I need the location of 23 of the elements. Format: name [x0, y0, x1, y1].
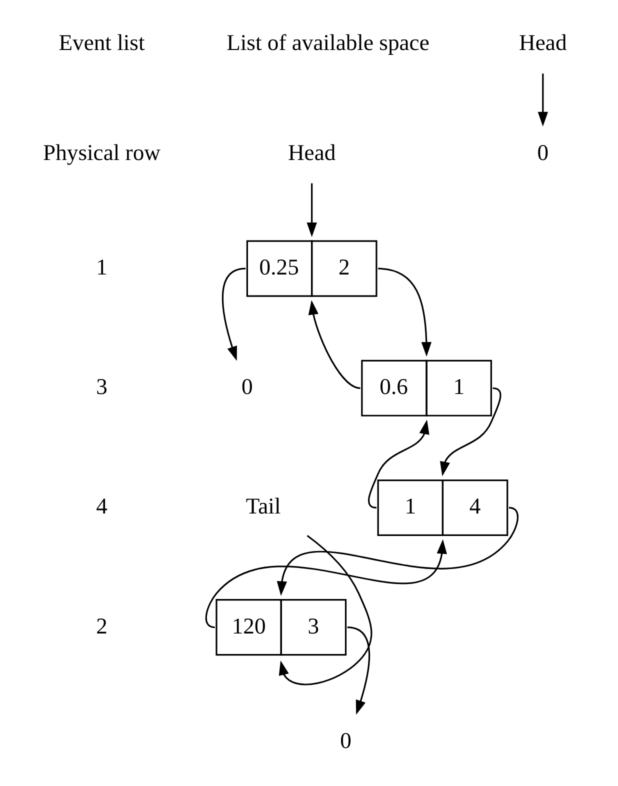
node-text: Head: [519, 30, 567, 55]
node-text: 0: [242, 374, 253, 400]
label: 2: [96, 613, 108, 638]
node-text: 0: [537, 140, 549, 165]
arrow: [222, 268, 246, 361]
arrow: [278, 534, 372, 686]
arrow: [308, 300, 360, 389]
node-text: Head: [288, 140, 336, 165]
label: 4: [96, 494, 108, 519]
arrow: [205, 539, 447, 628]
arrow: [368, 420, 430, 509]
arrow: [378, 268, 432, 357]
label: Event list: [58, 30, 145, 55]
arrow: [306, 183, 317, 238]
arrow: [347, 626, 370, 715]
arrow: [538, 74, 548, 126]
arrow: [440, 387, 502, 476]
node-text: Tail: [246, 494, 281, 519]
label: Physical row: [43, 140, 160, 165]
label: List of available space: [226, 30, 430, 55]
node-text: 0: [340, 728, 352, 754]
label: 1: [96, 254, 108, 280]
label: 3: [96, 374, 108, 400]
